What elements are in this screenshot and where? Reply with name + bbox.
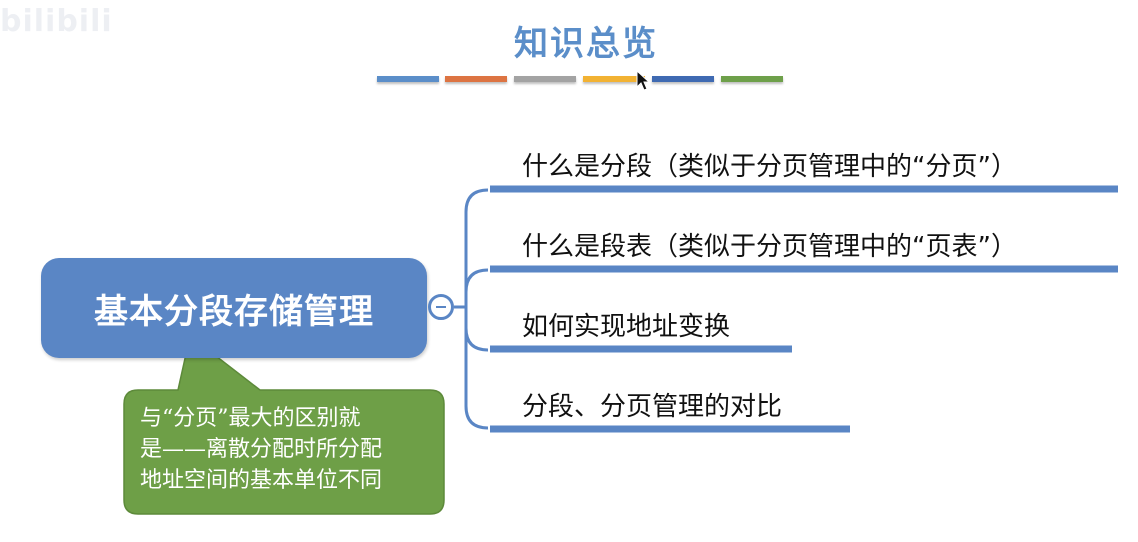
branch-segment-vs-page[interactable]: 分段、分页管理的对比 xyxy=(522,392,783,422)
color-bar-gray xyxy=(514,76,576,82)
color-bar-orange xyxy=(445,76,507,82)
branch-what-is-segment-table[interactable]: 什么是段表（类似于分页管理中的“页表”） xyxy=(522,232,1017,262)
color-bar-darkblue xyxy=(652,76,714,82)
page-title: 知识总览 xyxy=(514,24,658,64)
bilibili-watermark: bilibili xyxy=(0,4,113,39)
central-topic-node[interactable]: 基本分段存储管理 xyxy=(41,258,427,358)
collapse-minus-icon[interactable] xyxy=(428,294,454,320)
branch-address-translation[interactable]: 如何实现地址变换 xyxy=(522,312,731,342)
color-bar-yellow xyxy=(583,76,645,82)
callout-line-1: 与“分页”最大的区别就 xyxy=(140,406,361,431)
callout-text: 与“分页”最大的区别就 是——离散分配时所分配 地址空间的基本单位不同 xyxy=(140,403,436,496)
callout-line-2: 是——离散分配时所分配 xyxy=(140,437,383,462)
callout-line-3: 地址空间的基本单位不同 xyxy=(140,468,383,493)
mouse-cursor-icon xyxy=(636,70,650,91)
branch-what-is-segment[interactable]: 什么是分段（类似于分页管理中的“分页”） xyxy=(522,152,1017,182)
callout-bubble xyxy=(123,334,445,515)
color-bar-blue xyxy=(377,76,439,82)
color-bar-green xyxy=(721,76,783,82)
